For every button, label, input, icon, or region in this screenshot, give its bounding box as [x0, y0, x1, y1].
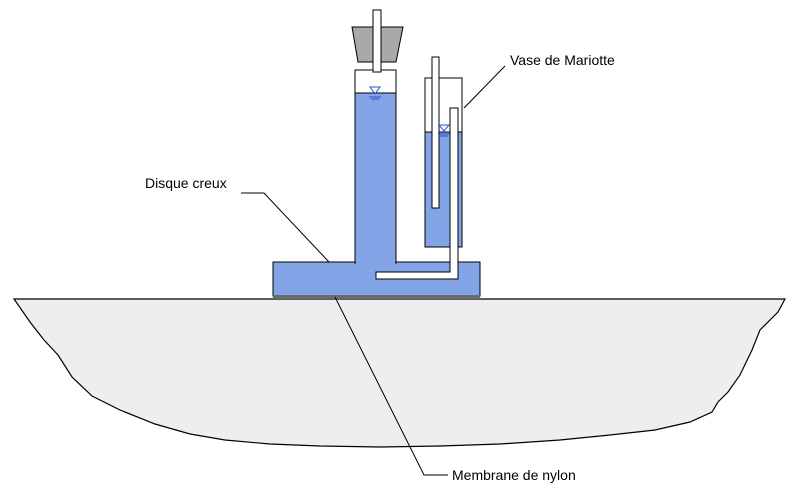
water-level-marker-icon	[369, 86, 381, 100]
reservoir-tube-top	[354, 69, 397, 94]
label-membrane-de-nylon: Membrane de nylon	[452, 467, 576, 483]
mariotte-air-tube	[431, 56, 440, 209]
disque-leader-line	[241, 192, 330, 263]
mariotte-level-marker-icon	[437, 124, 451, 137]
air-entry-rod	[372, 9, 382, 73]
label-vase-de-mariotte: Vase de Mariotte	[510, 52, 615, 68]
nylon-membrane	[273, 295, 480, 299]
vase-leader-line	[463, 65, 506, 109]
reservoir-tube-water	[354, 92, 397, 264]
label-disque-creux: Disque creux	[145, 175, 227, 191]
membrane-leader-line	[334, 296, 448, 476]
soil	[12, 298, 787, 448]
connecting-pipe	[375, 107, 459, 280]
